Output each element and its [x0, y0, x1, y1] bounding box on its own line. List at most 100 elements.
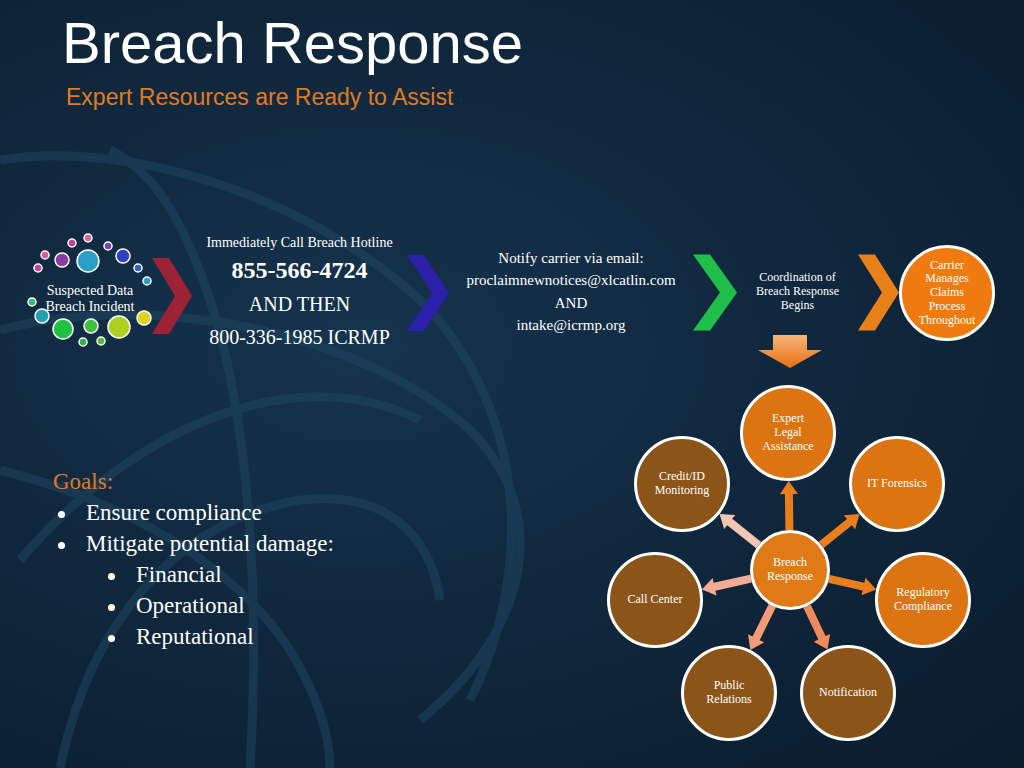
node-text: Credit/ID Monitoring: [648, 470, 716, 498]
node-text: Public Relations: [697, 679, 761, 707]
chevron-arrow: [152, 258, 192, 334]
text-wrap: Suspected Data Breach Incident: [28, 276, 152, 322]
globe-curves: [0, 150, 520, 768]
node-text: AND: [449, 295, 693, 312]
bubble: [108, 316, 130, 338]
bubble: [77, 250, 99, 272]
goal-item: Financial: [136, 562, 222, 588]
node-text: IT Forensics: [862, 477, 932, 491]
service-circle: IT Forensics: [849, 436, 945, 532]
text-wrap: Breach Response: [750, 530, 830, 610]
node-text: Call Center: [620, 593, 690, 607]
circle-fill: [752, 532, 829, 609]
chevron-arrow: [858, 255, 899, 331]
block-arrow: [803, 604, 830, 649]
block-arrow: [780, 481, 798, 530]
service-circle: Call Center: [607, 552, 703, 648]
circle-fill: [877, 554, 970, 647]
circle-fill: [683, 647, 776, 740]
circle-fill: [851, 438, 944, 531]
step-block: Notify carrier via email: proclaimnewnoti…: [449, 248, 693, 338]
block-arrow: [828, 575, 876, 595]
bubble: [97, 337, 105, 345]
node-text: 800-336-1985 ICRMP: [192, 326, 407, 349]
node-text: Carrier Manages Claims Process Throughou…: [916, 259, 978, 328]
bullet-dot: [108, 573, 115, 580]
slide-title: Breach Response: [62, 10, 523, 77]
step-block: Coordination of Breach Response Begins: [737, 268, 858, 316]
subtitle: Expert Resources are Ready to Assist: [66, 84, 453, 110]
globe-curve: [60, 498, 440, 768]
circle-fill: [636, 438, 729, 531]
bubble: [84, 234, 92, 242]
bullet-dot: [108, 604, 115, 611]
node-text: Expert Legal Assistance: [760, 412, 816, 453]
text-wrap: Public Relations: [681, 645, 777, 741]
node-text: Notification: [813, 686, 883, 700]
bubble: [137, 311, 151, 325]
goal-item: Mitigate potential damage:: [86, 531, 334, 557]
service-circle: Breach Response: [750, 530, 830, 610]
circle-fill: [609, 554, 702, 647]
bubble: [104, 242, 112, 250]
text-wrap: Call Center: [607, 552, 703, 648]
bubble-cluster: [28, 234, 151, 346]
node-text: proclaimnewnotices@xlcatlin.com: [449, 272, 693, 289]
text-wrap: Regulatory Compliance: [875, 552, 971, 648]
block-arrow: [819, 514, 860, 548]
text-wrap: Expert Legal Assistance: [740, 385, 836, 481]
text-wrap: Coordination of Breach Response Begins: [737, 268, 858, 316]
bubble: [53, 319, 73, 339]
bullet-dot: [58, 542, 65, 549]
globe-curve: [0, 315, 520, 720]
bubble: [34, 264, 42, 272]
circle-fill: [742, 387, 835, 480]
goal-item: Reputational: [136, 624, 254, 650]
bubble: [79, 338, 87, 346]
text-wrap: Immediately Call Breach Hotline855-566-4…: [192, 232, 407, 354]
text-wrap: Notification: [800, 645, 896, 741]
node-text: Coordination of Breach Response Begins: [749, 271, 846, 312]
down-arrow: [758, 335, 822, 368]
step-block: Immediately Call Breach Hotline855-566-4…: [192, 232, 407, 354]
node-text: Immediately Call Breach Hotline: [192, 235, 407, 251]
node-text: Notify carrier via email:: [449, 250, 693, 267]
goal-item: Operational: [136, 593, 245, 619]
bubble: [41, 251, 49, 259]
service-circle: Notification: [800, 645, 896, 741]
node-text: Suspected Data Breach Incident: [35, 283, 145, 315]
bubble: [134, 264, 142, 272]
bubble: [28, 298, 36, 306]
service-circle: Carrier Manages Claims Process Throughou…: [899, 245, 995, 341]
service-circle: Regulatory Compliance: [875, 552, 971, 648]
globe-curve: [0, 470, 330, 768]
node-text: AND THEN: [192, 293, 407, 316]
step-block: Suspected Data Breach Incident: [28, 276, 152, 322]
text-wrap: Credit/ID Monitoring: [634, 436, 730, 532]
service-circle: Credit/ID Monitoring: [634, 436, 730, 532]
goals-heading: Goals:: [53, 469, 113, 495]
chevron-arrow: [407, 255, 449, 331]
bubble: [143, 277, 151, 285]
chevron-arrow: [693, 255, 737, 331]
circle-fill: [901, 247, 994, 340]
node-text: Breach Response: [761, 556, 819, 584]
bullet-dot: [108, 635, 115, 642]
goal-item: Ensure compliance: [86, 500, 262, 526]
service-circle: Expert Legal Assistance: [740, 385, 836, 481]
bubble: [84, 319, 98, 333]
text-wrap: IT Forensics: [849, 436, 945, 532]
text-wrap: Carrier Manages Claims Process Throughou…: [899, 245, 995, 341]
node-text: Regulatory Compliance: [888, 586, 958, 614]
block-arrow: [748, 604, 776, 650]
block-arrow: [720, 514, 762, 548]
node-text: intake@icrmp.org: [449, 317, 693, 334]
bubble: [68, 239, 76, 247]
circle-fill: [802, 647, 895, 740]
bubble: [116, 249, 130, 263]
bubble: [55, 253, 69, 267]
text-wrap: Notify carrier via email: proclaimnewnoti…: [449, 248, 693, 338]
